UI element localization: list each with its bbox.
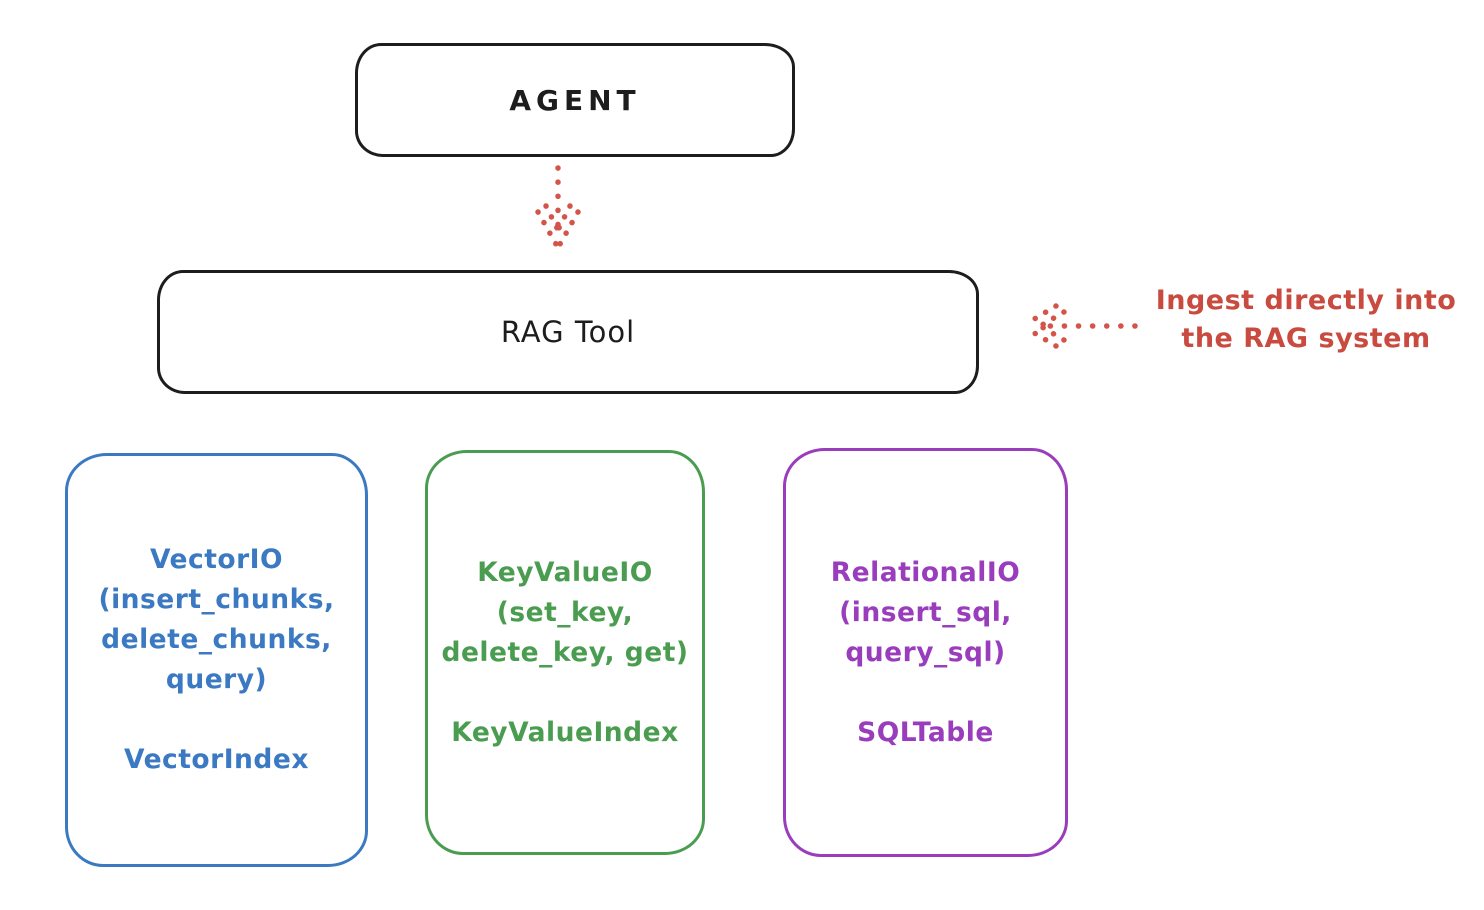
relational-io-methods-line2: query_sql) (845, 636, 1006, 668)
relational-io-box: RelationalIO (insert_sql, query_sql) SQL… (783, 448, 1068, 857)
keyvalue-index-label: KeyValueIndex (451, 716, 679, 748)
keyvalue-io-methods-line1: (set_key, (496, 596, 634, 628)
ingest-annotation: Ingest directly into the RAG system (1138, 282, 1474, 358)
agent-box-label: AGENT (509, 83, 641, 117)
ingest-annotation-arrow (1023, 303, 1138, 349)
vector-io-methods-line1: (insert_chunks, (98, 584, 335, 615)
vector-io-title: VectorIO (149, 544, 284, 575)
keyvalue-io-methods-line2: delete_key, get) (441, 636, 689, 668)
vector-index-label: VectorIndex (124, 744, 309, 775)
keyvalue-io-title: KeyValueIO (477, 556, 653, 588)
ingest-annotation-line1: Ingest directly into (1155, 285, 1457, 316)
relational-io-title: RelationalIO (830, 556, 1021, 588)
rag-tool-box-label: RAG Tool (500, 315, 636, 349)
keyvalue-io-box: KeyValueIO (set_key, delete_key, get) Ke… (425, 450, 705, 855)
vector-io-methods-line2: delete_chunks, (101, 624, 332, 655)
vector-io-box: VectorIO (insert_chunks, delete_chunks, … (65, 453, 368, 867)
ingest-annotation-line2: the RAG system (1181, 323, 1431, 354)
agent-box: AGENT (355, 43, 795, 157)
rag-tool-box: RAG Tool (157, 270, 979, 394)
vector-io-methods-line3: query) (165, 664, 268, 695)
sql-table-label: SQLTable (857, 716, 994, 748)
agent-to-ragtool-arrow (535, 165, 581, 247)
relational-io-methods-line1: (insert_sql, (839, 596, 1012, 628)
